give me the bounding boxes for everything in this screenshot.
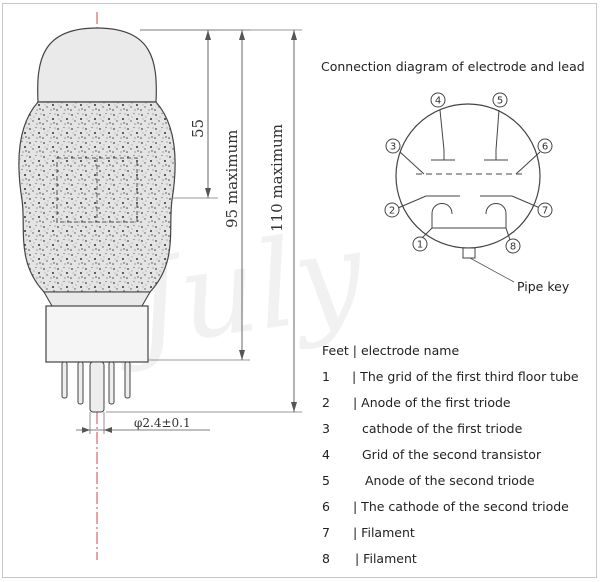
lead-pin7 [511, 195, 541, 209]
tube-dome [37, 27, 157, 103]
pipe-key-leader [469, 257, 515, 283]
pin-label-1: 1 [417, 240, 423, 251]
table-row-num: 4 [322, 447, 330, 462]
pin-label-8: 8 [510, 242, 516, 253]
image-border [2, 3, 597, 578]
table-row-num: 7 [322, 525, 330, 540]
dim-95-arrow-top [239, 30, 245, 40]
dim-110-arrow-top [291, 30, 297, 40]
dim-55-label: 55 [189, 119, 207, 138]
filament-left [431, 203, 453, 215]
table-row-num: 6 [322, 499, 330, 514]
lead-pin1 [421, 214, 433, 239]
pin-marker-7 [537, 202, 553, 218]
dim-55-arrow-bot [205, 188, 211, 198]
pin-right-2 [124, 361, 131, 399]
pin-marker-6 [537, 138, 553, 154]
pin-label-6: 6 [542, 142, 548, 153]
pin-marker-4 [430, 92, 446, 108]
electrode-symbols [397, 109, 541, 241]
table-row-num: 3 [322, 421, 330, 436]
pin-marker-5 [492, 92, 508, 108]
pipe-key-notch [462, 247, 476, 259]
dim-110-label: 110 maximum [268, 124, 286, 232]
pin-dia-label: φ2.4±0.1 [134, 416, 191, 430]
table-row-num: 5 [322, 473, 330, 488]
pin-marker-8 [505, 238, 521, 254]
pin-marker-3 [385, 138, 401, 154]
pin-label-3: 3 [390, 142, 396, 153]
pin-marker-1 [412, 236, 428, 252]
table-row-name: cathode of the first triode [362, 421, 523, 436]
table-row-name: | Filament [353, 525, 415, 540]
pin-marker-2 [384, 202, 400, 218]
lead-pin8 [505, 214, 511, 241]
tube-neck [43, 291, 151, 307]
pin-dia-arrow-left [82, 427, 90, 433]
pin-dia-arrow-right [104, 427, 112, 433]
pipe-key-label: Pipe key [517, 279, 570, 294]
table-row-num: 8 [322, 551, 330, 566]
pin-markers [384, 92, 553, 254]
base-circle [395, 103, 541, 249]
pin-key [89, 361, 105, 413]
table-row-name: | The grid of the first third floor tube [352, 369, 579, 384]
table-row-name: | Filament [355, 551, 417, 566]
lead-pin6 [515, 151, 541, 175]
lead-pin3 [399, 151, 425, 175]
filament-right [485, 203, 507, 215]
pin-right-1 [108, 361, 115, 405]
dim-95-label: 95 maximum [223, 130, 241, 228]
table-header: Feet | electrode name [322, 343, 460, 358]
pin-labels: 4 5 3 6 2 7 1 8 [389, 96, 548, 253]
table-row-num: 2 [322, 395, 330, 410]
pin-label-4: 4 [435, 96, 441, 107]
diagram-title: Connection diagram of electrode and lead [321, 59, 585, 74]
tube-pins [61, 361, 131, 413]
pin-label-2: 2 [389, 206, 395, 217]
dim-95-arrow-bot [239, 350, 245, 360]
tube-base [45, 305, 149, 363]
dim-110-arrow-bot [291, 402, 297, 412]
lead-pin5 [495, 109, 500, 160]
table-row-name: | The cathode of the second triode [353, 499, 569, 514]
pin-left-2 [77, 361, 84, 405]
table-row-num: 1 [322, 369, 330, 384]
pin-left-1 [61, 361, 68, 399]
pin-label-5: 5 [497, 96, 503, 107]
table-row-name: Anode of the second triode [365, 473, 535, 488]
pin-label-7: 7 [542, 206, 548, 217]
lead-pin4 [439, 109, 445, 160]
lead-pin2 [397, 195, 427, 209]
table-row-name: | Anode of the first triode [353, 395, 511, 410]
dim-55-arrow-top [205, 30, 211, 40]
table-row-name: Grid of the second transistor [362, 447, 542, 462]
